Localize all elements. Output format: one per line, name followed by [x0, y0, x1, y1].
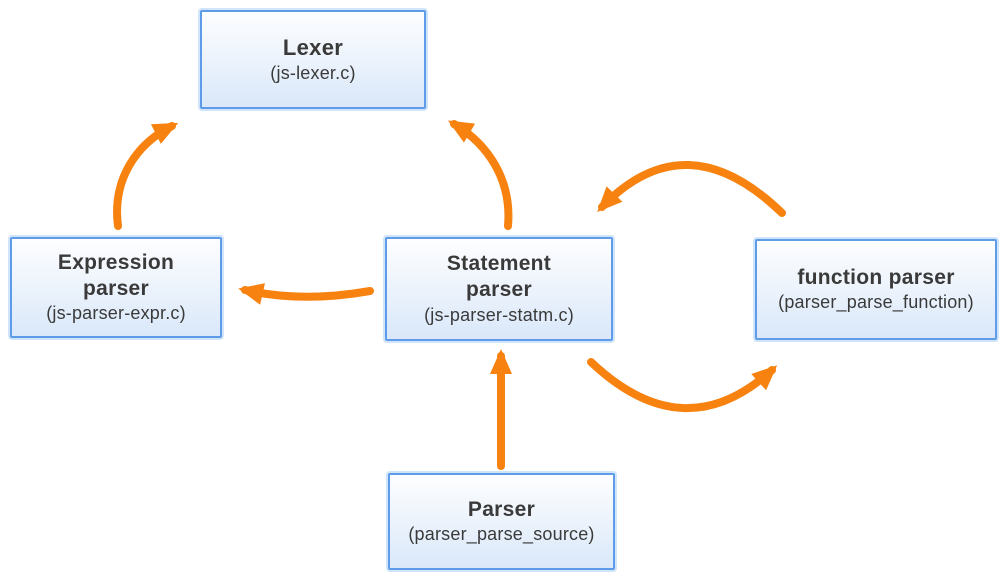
node-parser-title: Parser — [467, 497, 536, 521]
node-expression-parser-subtitle: (js-parser-expr.c) — [46, 303, 186, 324]
node-statement-parser-title: Statement parser — [446, 252, 552, 302]
node-lexer-subtitle: (js-lexer.c) — [270, 62, 356, 83]
node-parser: Parser (parser_parse_source) — [388, 473, 615, 570]
arrow-statement-to-lexer-icon — [447, 120, 513, 230]
arrow-statement-to-expression-icon — [238, 283, 374, 305]
arrow-statement-to-function-icon — [587, 358, 778, 412]
node-parser-subtitle: (parser_parse_source) — [408, 523, 595, 544]
node-lexer: Lexer (js-lexer.c) — [200, 10, 426, 109]
node-function-parser-subtitle: (parser_parse_function) — [778, 291, 974, 312]
node-function-parser: function parser (parser_parse_function) — [755, 239, 997, 340]
arrow-function-to-statement-icon — [597, 161, 786, 217]
node-expression-parser: Expression parser (js-parser-expr.c) — [10, 237, 222, 338]
node-statement-parser-subtitle: (js-parser-statm.c) — [424, 304, 574, 325]
node-lexer-title: Lexer — [282, 35, 344, 61]
node-function-parser-title: function parser — [797, 265, 955, 289]
node-expression-parser-title: Expression parser — [57, 250, 175, 300]
arrow-expression-to-lexer-icon — [113, 122, 179, 230]
node-statement-parser: Statement parser (js-parser-statm.c) — [385, 237, 613, 341]
